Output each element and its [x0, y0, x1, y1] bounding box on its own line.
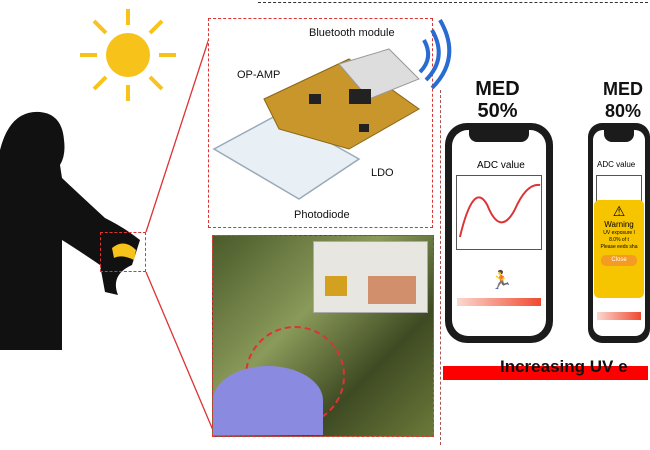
phone-2: ADC value ⚠ Warning UV exposure l 8.0% o…: [588, 123, 650, 343]
device-illustration: [212, 48, 420, 200]
person-silhouette: [0, 111, 140, 350]
warning-dialog: ⚠ Warning UV exposure l 8.0% of t Please…: [594, 200, 644, 298]
notch: [604, 130, 634, 142]
adc-label-1: ADC value: [477, 160, 525, 171]
warning-line-2: 8.0% of t: [609, 237, 629, 243]
adc-label-2: ADC value: [597, 160, 636, 169]
close-button[interactable]: Close: [601, 255, 637, 266]
phone-1: ADC value 🏃: [445, 123, 553, 343]
divider-vertical: [440, 90, 441, 445]
uv-increase-arrow: [443, 366, 648, 380]
device-photo-box: [212, 235, 434, 437]
bluetooth-signal-icon: [418, 18, 452, 90]
sun-icon: [80, 9, 176, 101]
label-opamp: OP-AMP: [237, 69, 281, 81]
phone-1-screen: ADC value 🏃: [452, 130, 546, 336]
uv-level-bar-2: [597, 312, 641, 320]
gloved-hand: [213, 366, 323, 435]
uv-increase-label: Increasing UV e: [500, 357, 628, 376]
notch: [469, 130, 529, 142]
sensor-glass: [368, 276, 416, 304]
device-illustration-box: Bluetooth module OP-AMP LDO Photodiode: [208, 18, 433, 228]
circuit-board: [325, 276, 347, 296]
warning-line-1: UV exposure l: [603, 230, 635, 236]
uv-level-bar-1: [457, 298, 541, 306]
adc-graph-1: [456, 175, 542, 250]
warning-icon: ⚠: [612, 203, 626, 219]
wrist-highlight-box: [100, 232, 146, 272]
warning-line-3: Please eeds sha: [600, 244, 638, 250]
label-bluetooth: Bluetooth module: [309, 27, 395, 39]
label-ldo: LDO: [371, 167, 394, 179]
phone-2-screen: ADC value ⚠ Warning UV exposure l 8.0% o…: [593, 130, 645, 336]
running-person-icon: 🏃: [490, 270, 513, 290]
top-divider: [258, 2, 648, 3]
label-photodiode: Photodiode: [294, 209, 350, 221]
warning-title: Warning: [604, 220, 634, 229]
